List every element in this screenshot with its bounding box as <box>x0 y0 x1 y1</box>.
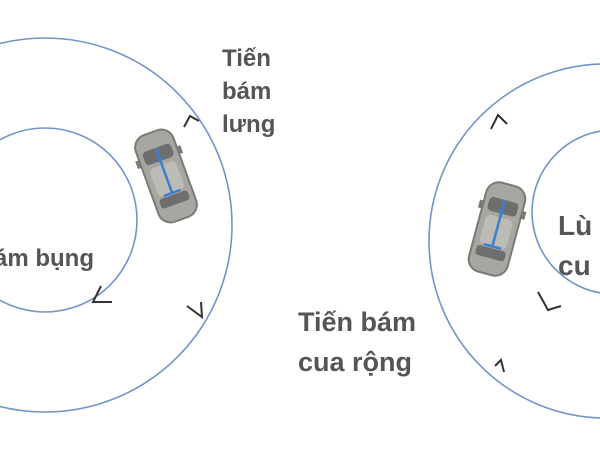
direction-arrow-icon <box>91 285 112 303</box>
left-outer-arc <box>0 37 233 413</box>
label-tien-bam-cua-rong: Tiến bám cua rộng <box>298 302 416 382</box>
label-line: bám <box>222 78 272 105</box>
direction-arrow-icon <box>537 291 562 312</box>
label-bam-bung: ám bụng <box>0 245 94 272</box>
label-tien-bam-lung: Tiến bám lưng <box>222 42 275 141</box>
label-line: Lù <box>558 210 593 241</box>
direction-arrow-icon <box>490 113 508 130</box>
label-line: cu <box>558 250 591 281</box>
car-icon <box>126 123 206 229</box>
label-line: Tiến <box>222 45 271 72</box>
label-lui-cua: Lù cu <box>558 206 592 286</box>
label-line: lưng <box>222 111 276 138</box>
label-line: cua rộng <box>298 347 413 377</box>
car-icon <box>460 177 534 281</box>
direction-arrow-icon <box>186 301 204 320</box>
right-outer-arc <box>428 63 600 419</box>
direction-arrow-icon <box>494 358 505 373</box>
label-line: Tiến bám <box>298 307 417 337</box>
direction-arrow-icon <box>183 114 200 128</box>
right-inner-arc <box>531 130 600 294</box>
left-inner-arc <box>0 127 138 313</box>
